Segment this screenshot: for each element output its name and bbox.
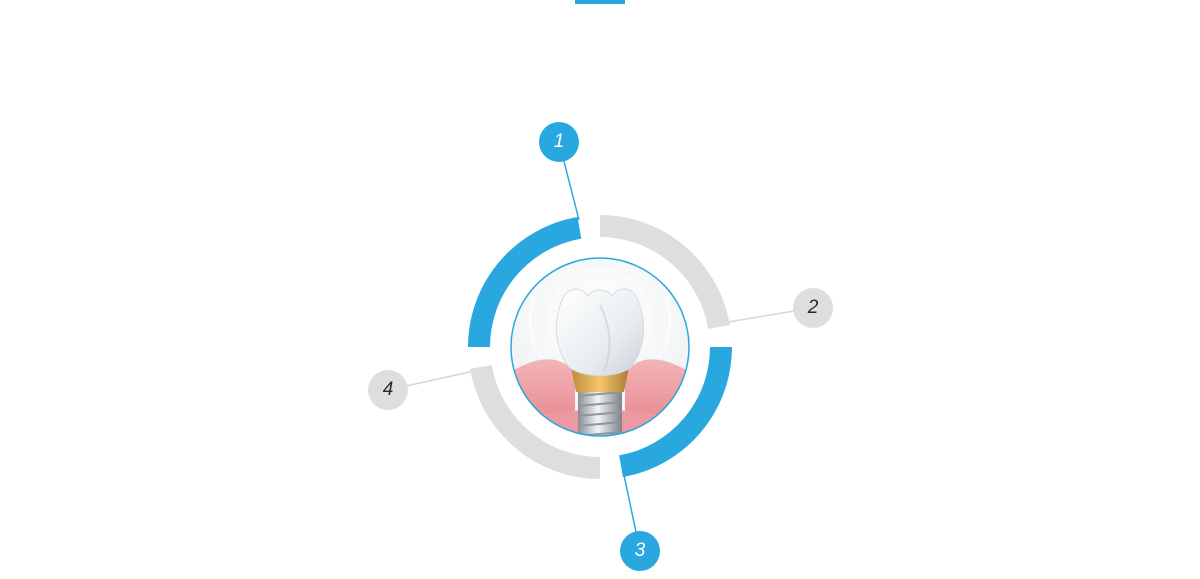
top-accent-bar bbox=[575, 0, 625, 4]
step-2-button[interactable]: 2 bbox=[793, 288, 833, 328]
step-3-button[interactable]: 3 bbox=[620, 531, 660, 571]
step-4-button[interactable]: 4 bbox=[368, 370, 408, 410]
step-1-button[interactable]: 1 bbox=[539, 122, 579, 162]
ring-segment-2 bbox=[599, 215, 730, 330]
ring-segment-1 bbox=[468, 216, 582, 348]
ring-segment-4 bbox=[470, 364, 601, 479]
dental-implant-icon bbox=[511, 258, 689, 436]
ring-segment-3 bbox=[618, 346, 732, 478]
center-image-frame bbox=[510, 257, 690, 437]
